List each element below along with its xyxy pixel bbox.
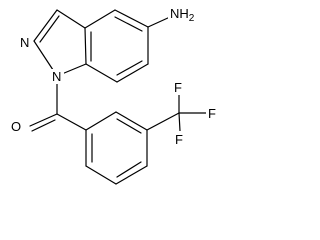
- atom-label-f-right: F: [208, 106, 216, 121]
- bond-c3-c3a: [56, 9, 86, 29]
- bond-c3a-c7a: [84, 27, 87, 65]
- bond-ph3-cf3: [146, 112, 180, 131]
- bond-c6-c7-double: [116, 60, 143, 76]
- atom-label-oxygen: O: [11, 119, 21, 134]
- bond-c7-c7a: [85, 63, 118, 83]
- atom-label-f-bottom: F: [175, 132, 183, 147]
- bond-carbonyl-oxygen-double: [31, 119, 56, 132]
- bond-c3a-c4: [84, 9, 116, 29]
- bond-ph2-ph3-double: [116, 118, 142, 134]
- atom-label-n2: N: [20, 35, 29, 50]
- bond-ph1-ph2: [85, 111, 117, 131]
- bond-carbonyl-phenyl: [56, 113, 87, 131]
- atom-label-n1: N: [52, 69, 61, 84]
- bond-ph4-ph5-double: [116, 161, 142, 178]
- bond-carbonyl-oxygen: [29, 113, 58, 127]
- bond-lines: [29, 9, 207, 185]
- bond-c4-c5-double: [114, 16, 143, 32]
- atom-labels: N N NH2 O F F F: [10, 5, 219, 147]
- molecule-diagram: N N NH2 O F F F: [10, 5, 219, 185]
- bond-c5-amine: [147, 16, 171, 28]
- bond-c6-c7: [116, 63, 149, 83]
- atom-label-amine: NH2: [170, 6, 195, 24]
- bond-n2-c3-double: [39, 15, 60, 43]
- amine-subscript: 2: [189, 13, 195, 24]
- atom-label-f-top: F: [174, 80, 182, 95]
- bond-ph4-ph5: [115, 165, 148, 185]
- bond-ph5-ph6: [85, 165, 117, 185]
- bond-c4-c5: [114, 9, 149, 28]
- bond-cf3-f-bottom: [178, 112, 181, 132]
- bond-n2-c3: [33, 9, 58, 42]
- bond-ph2-ph3: [115, 111, 148, 131]
